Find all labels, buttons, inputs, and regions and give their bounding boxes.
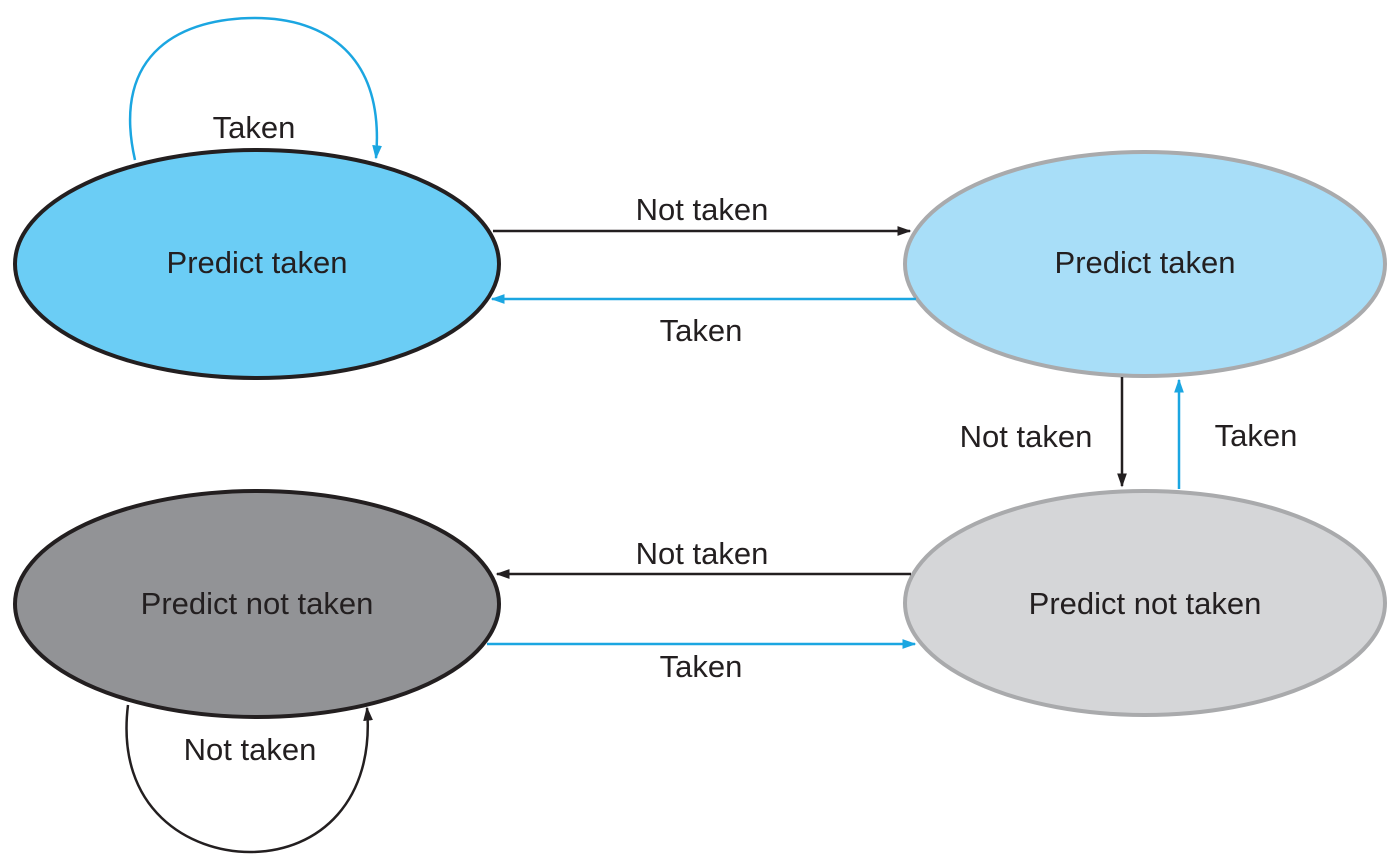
state-strong-predict-not-taken-label: Predict not taken [141, 586, 374, 621]
self-loop-taken-label: Taken [213, 110, 296, 145]
state-weak-predict-taken-label: Predict taken [1055, 245, 1236, 280]
self-loop-not-taken-label: Not taken [184, 732, 317, 767]
edge-weak-not-taken-to-weak-taken-label: Taken [1215, 418, 1298, 453]
edge-weak-taken-to-strong-taken-label: Taken [660, 313, 743, 348]
edge-weak-taken-to-weak-not-taken-label: Not taken [960, 419, 1093, 454]
state-weak-predict-taken [903, 150, 1387, 378]
edge-strong-taken-to-weak-taken-label: Not taken [636, 192, 769, 227]
edge-strong-not-taken-to-weak-not-taken-label: Taken [660, 649, 743, 684]
state-weak-predict-not-taken-label: Predict not taken [1029, 586, 1262, 621]
edge-weak-not-taken-to-strong-not-taken-label: Not taken [636, 536, 769, 571]
self-loop-taken-edge [128, 16, 382, 161]
state-weak-predict-not-taken [903, 489, 1387, 717]
self-loop-not-taken-edge [125, 704, 373, 854]
state-strong-predict-not-taken [13, 489, 501, 719]
state-strong-predict-taken [13, 148, 501, 380]
state-strong-predict-taken-label: Predict taken [167, 245, 348, 280]
